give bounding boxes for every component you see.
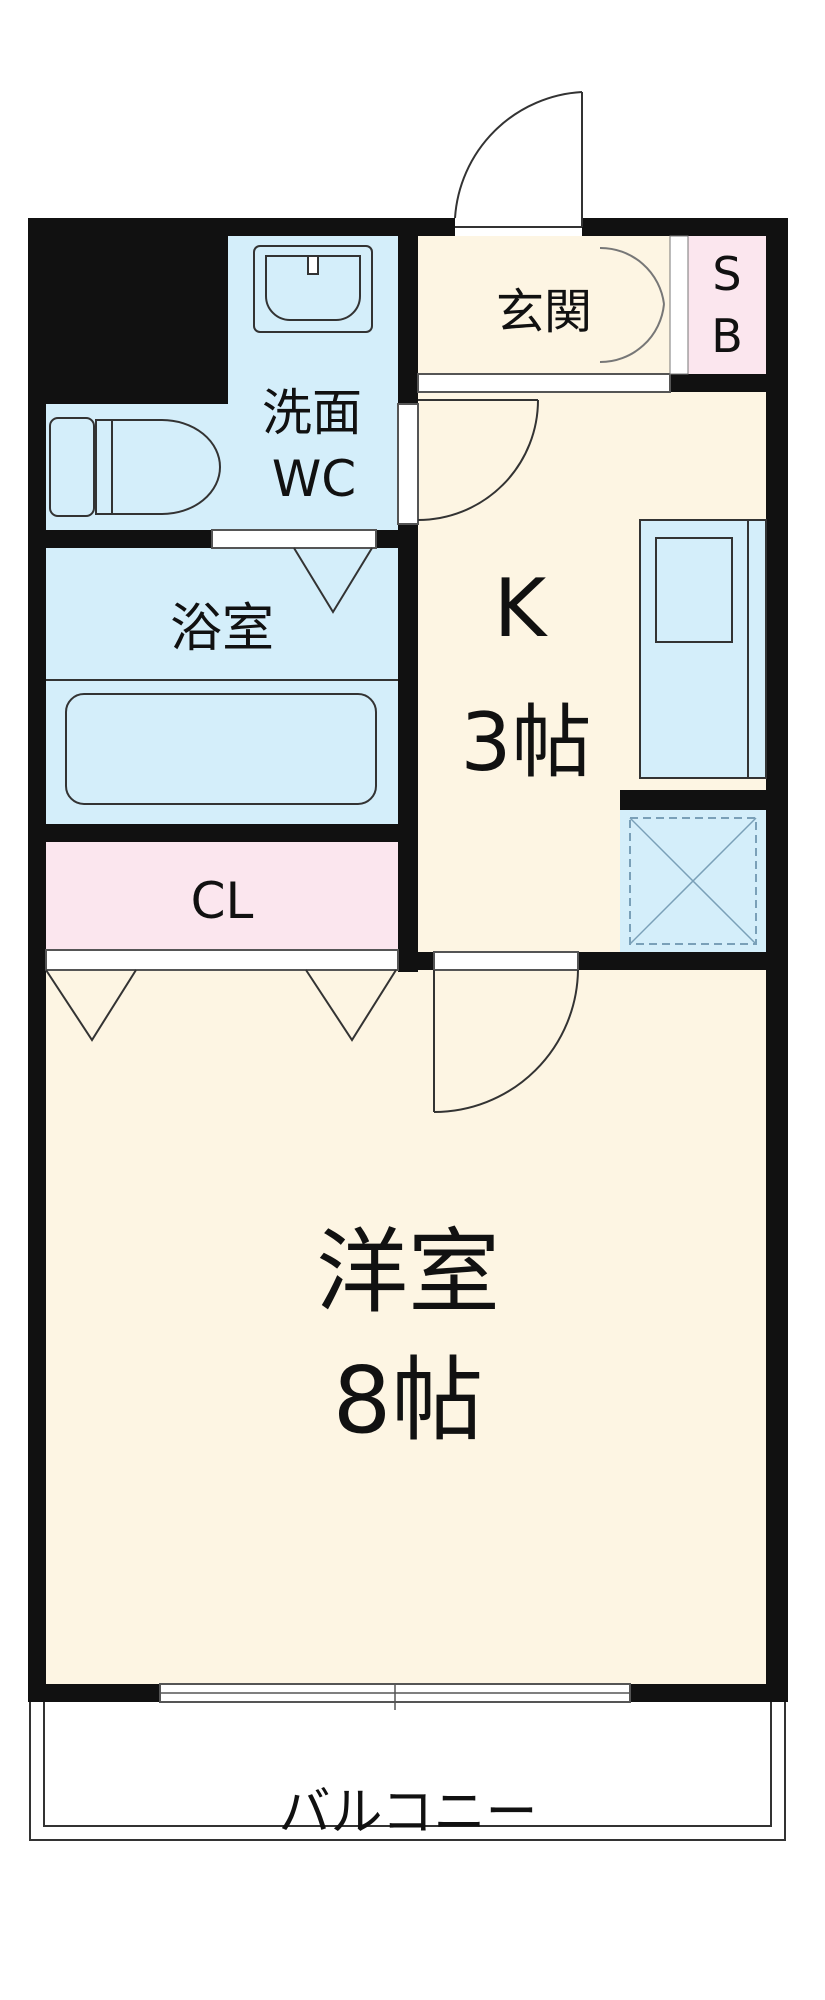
western-room-floor: [46, 970, 766, 1684]
balcony-label: バルコニー: [279, 1783, 538, 1843]
inner-walls: [46, 236, 766, 972]
room-floors: [46, 236, 766, 1684]
shoebox-label-b: B: [711, 309, 743, 363]
bath-label: 浴室: [170, 599, 274, 659]
shoebox-floor: [688, 236, 766, 374]
closet-label: CL: [191, 872, 254, 930]
front-door[interactable]: [454, 91, 583, 236]
washroom-label: 洗面: [262, 384, 362, 442]
entrance-label: 玄関: [496, 284, 592, 340]
balcony-window[interactable]: [159, 1683, 631, 1710]
kitchen-label: K: [494, 562, 549, 655]
entrance-floor: [418, 236, 670, 374]
toilet-icon: [49, 417, 221, 517]
western-room-label: 洋室: [316, 1219, 500, 1326]
closet-doors[interactable]: [45, 969, 397, 1042]
closet-floor: [46, 842, 398, 950]
refrigerator-space: [620, 810, 766, 952]
kitchen-counter: [639, 519, 767, 779]
washroom-door[interactable]: [417, 399, 539, 521]
kitchen-size-label: 3帖: [461, 696, 592, 789]
shoebox-doors[interactable]: [599, 246, 665, 364]
wc-label: WC: [272, 450, 356, 508]
shoebox-label-s: S: [712, 247, 741, 301]
western-room-door[interactable]: [433, 969, 579, 1113]
wash-basin-icon: [253, 245, 373, 333]
bathtub-icon: [65, 693, 377, 805]
bath-door[interactable]: [211, 529, 377, 614]
western-room-size-label: 8帖: [333, 1347, 484, 1454]
